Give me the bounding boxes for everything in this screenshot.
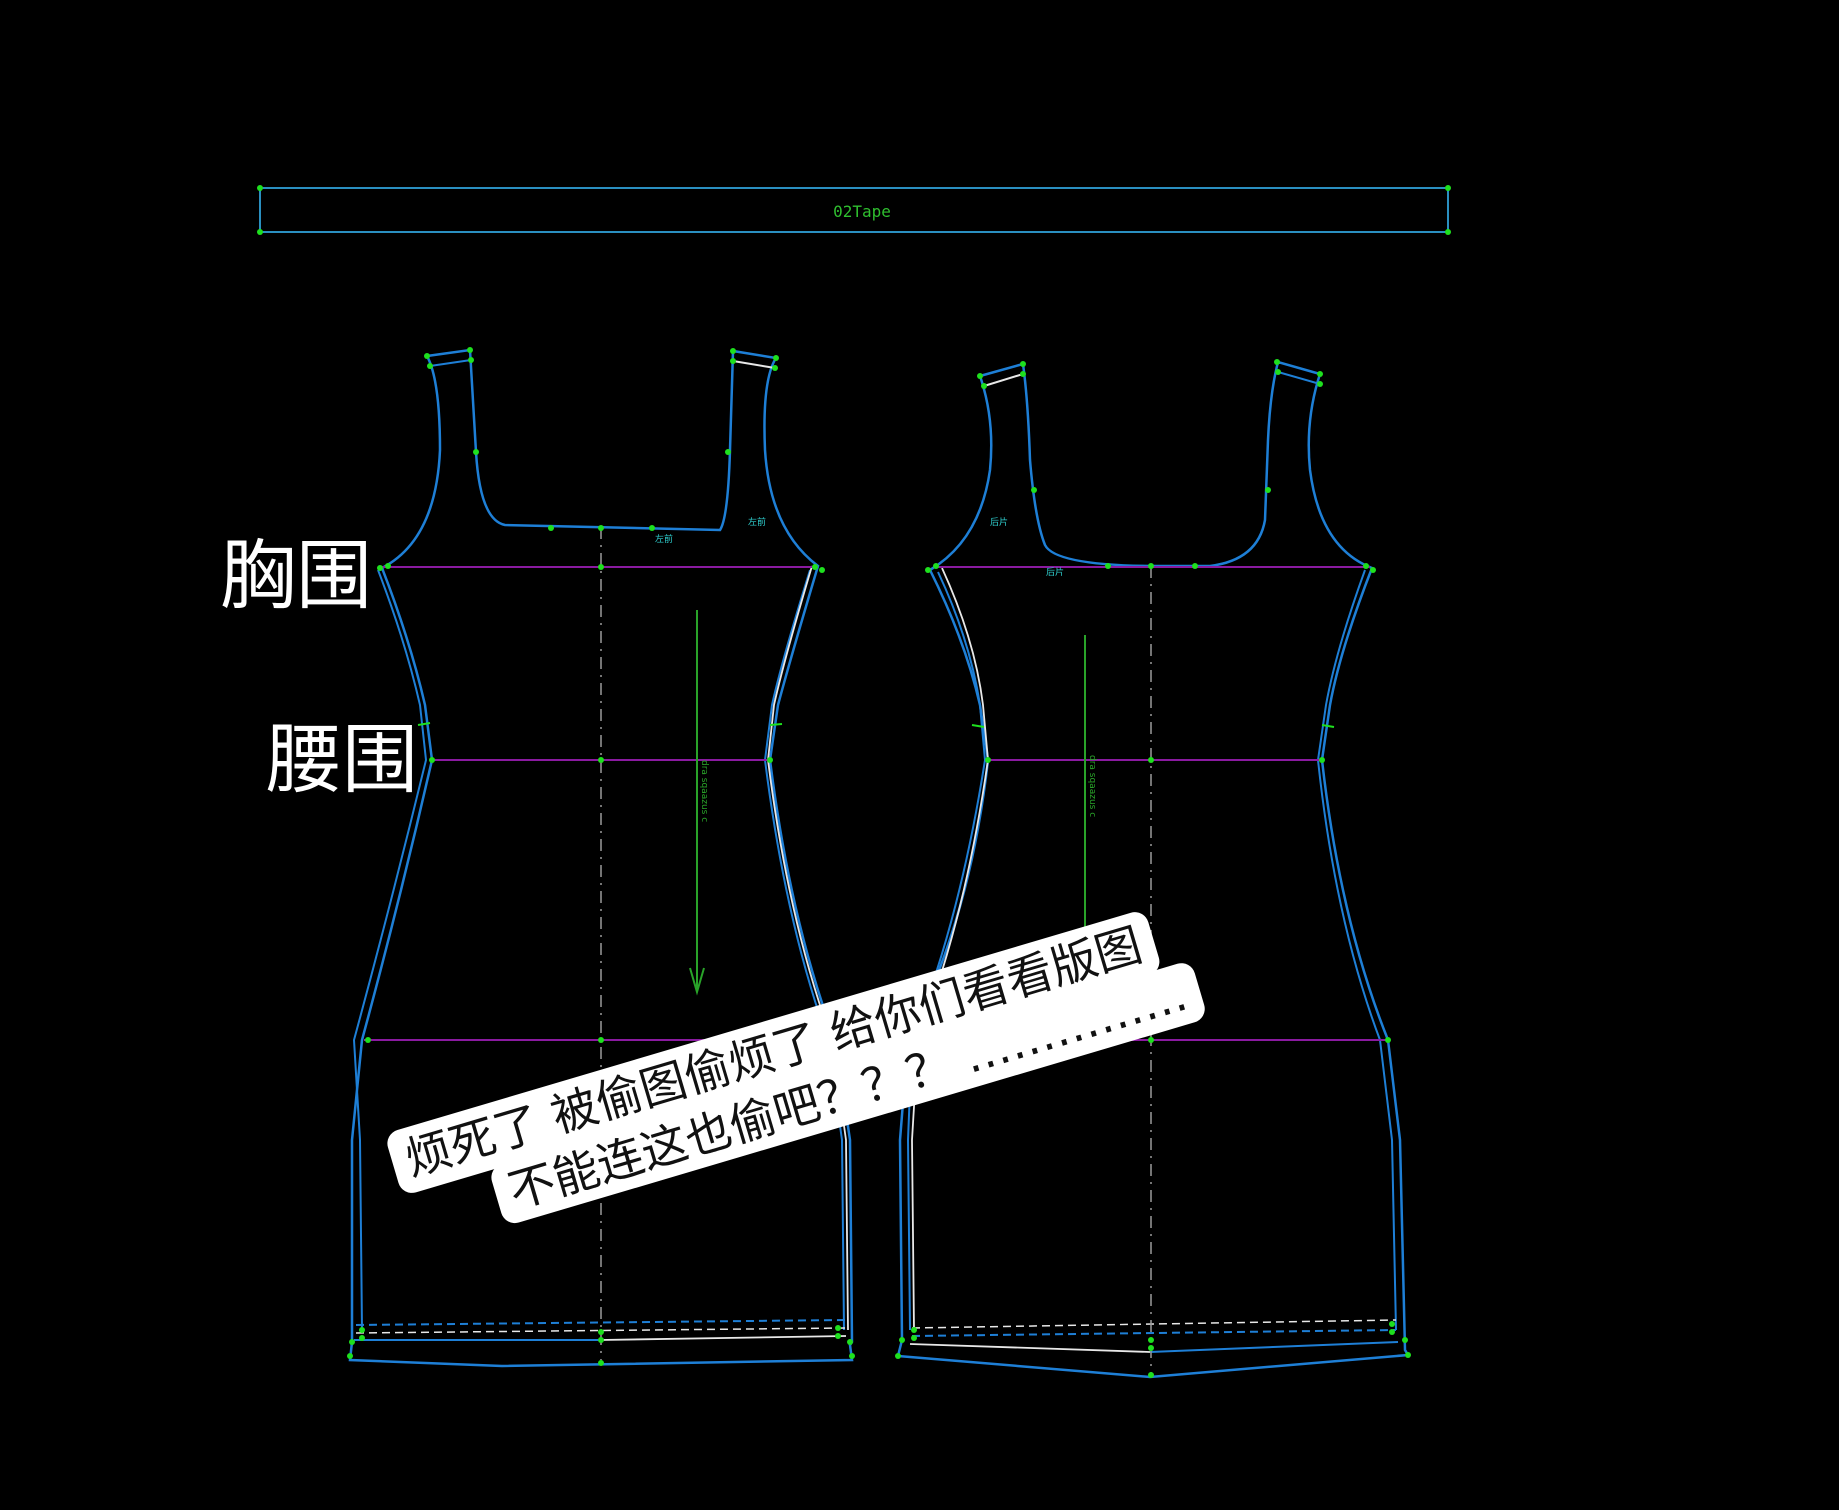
svg-text:后片: 后片 [1046,566,1064,578]
front-piece: dra sqaazus c 左前 左前 [347,347,855,1368]
grain-text-back: dra sqaazus c [1087,755,1097,817]
tape-label: 02Tape [833,202,891,221]
svg-text:后片: 后片 [990,516,1008,528]
back-piece: dra sqaazus c 后片 后片 [895,359,1411,1379]
waist-label: 腰围 [266,715,418,804]
grain-text-front: dra sqaazus c [699,760,709,822]
svg-text:左前: 左前 [748,516,766,528]
svg-text:左前: 左前 [655,533,673,545]
bust-label: 胸围 [220,531,372,620]
tape-piece: 02Tape [257,185,1451,235]
